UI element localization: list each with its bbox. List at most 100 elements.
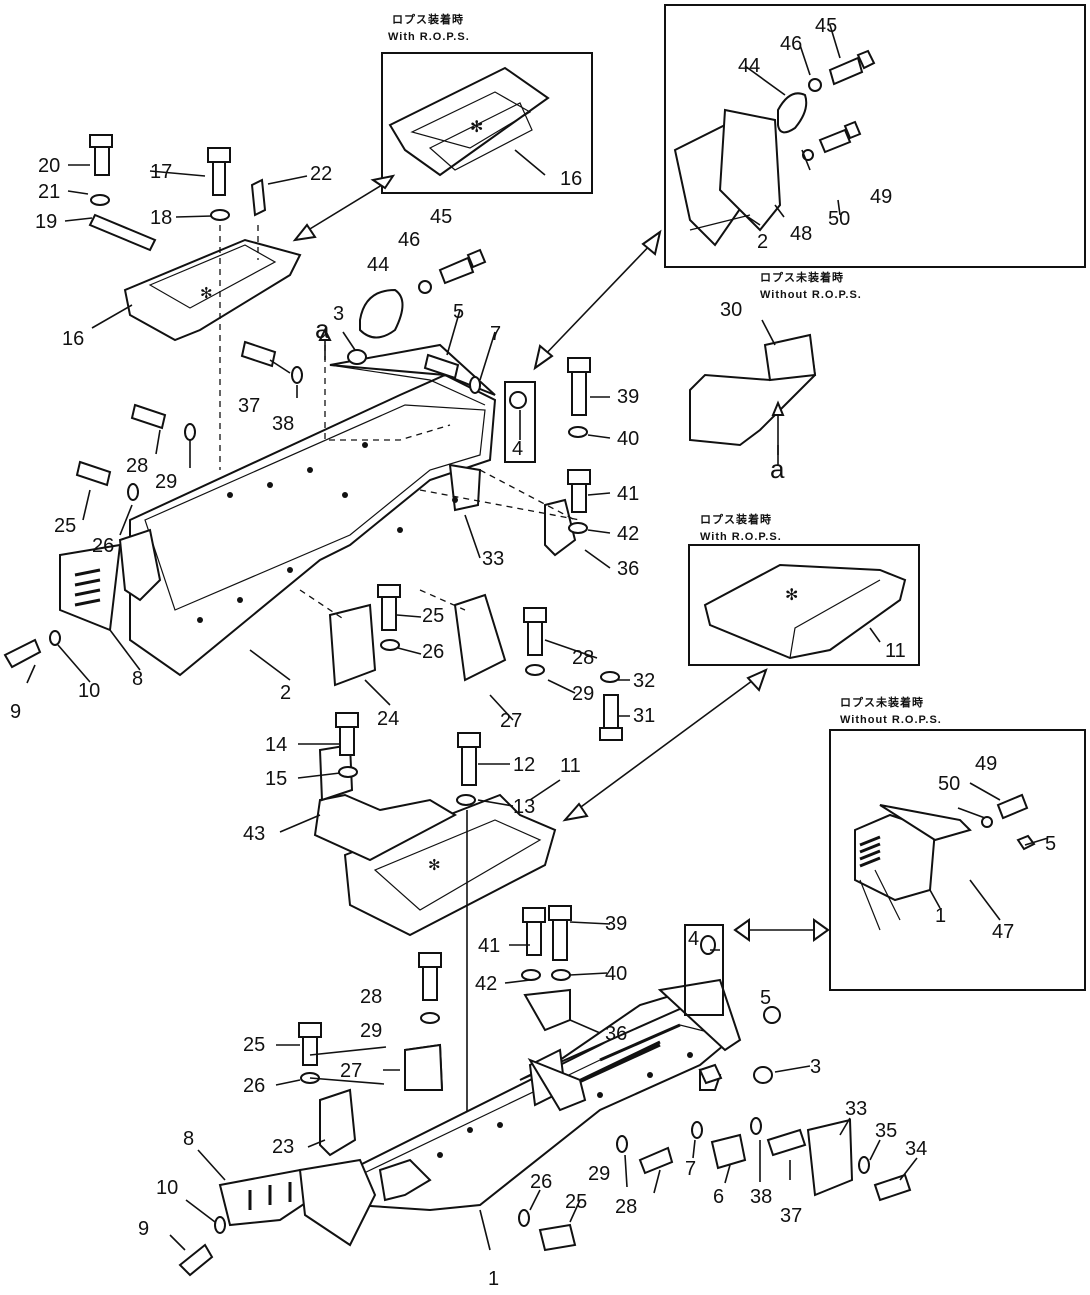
label-23: 23	[272, 1136, 294, 1158]
inset-with-rops-top: ロプス装着時 With R.O.P.S. ✻	[381, 12, 593, 194]
cover-11-assembly: ✻	[313, 712, 557, 1180]
label-37: 37	[238, 395, 260, 417]
label-24: 24	[377, 708, 399, 730]
label-35: 35	[875, 1120, 897, 1142]
label-29c: 29	[360, 1020, 382, 1042]
label-9: 9	[10, 701, 21, 723]
label-36: 36	[617, 558, 639, 580]
part-labels: 20 21 19 17 18 22 16 16 44 46 45 3 5 7 4…	[10, 15, 1056, 1290]
label-29b: 29	[572, 683, 594, 705]
label-34: 34	[905, 1138, 927, 1160]
label-46: 46	[398, 229, 420, 251]
inset-without-rops-top: ロプス未装着時 Without R.O.P.S.	[664, 4, 1086, 301]
label-19: 19	[35, 211, 57, 233]
caption-jp: ロプス未装着時	[760, 270, 844, 284]
label-4: 4	[512, 438, 523, 460]
label-49-right: 49	[975, 753, 997, 775]
label-14: 14	[265, 734, 287, 756]
inset-with-rops-mid: ロプス装着時 With R.O.P.S. ✻	[688, 512, 920, 666]
label-37b: 37	[780, 1205, 802, 1227]
label-25d: 25	[565, 1191, 587, 1213]
label-33b: 33	[845, 1098, 867, 1120]
label-38b: 38	[750, 1186, 772, 1208]
label-46-inset: 46	[780, 33, 802, 55]
label-16: 16	[62, 328, 84, 350]
view-marker-a-top: a	[315, 314, 330, 344]
label-40b: 40	[605, 963, 627, 985]
label-41b: 41	[478, 935, 500, 957]
label-11: 11	[560, 755, 581, 777]
label-8: 8	[132, 668, 143, 690]
label-42b: 42	[475, 973, 497, 995]
label-45: 45	[430, 206, 452, 228]
label-4b: 4	[688, 928, 699, 950]
label-12: 12	[513, 754, 535, 776]
label-27: 27	[500, 710, 522, 732]
label-50-right: 50	[938, 773, 960, 795]
label-1-inset: 1	[935, 905, 946, 927]
label-41: 41	[617, 483, 639, 505]
label-3: 3	[333, 303, 344, 325]
label-49-inset: 49	[870, 186, 892, 208]
label-39b: 39	[605, 913, 627, 935]
view-marker-a-right: a	[770, 454, 785, 484]
label-6: 6	[713, 1186, 724, 1208]
caption-en: Without R.O.P.S.	[840, 714, 942, 726]
label-5: 5	[453, 301, 464, 323]
label-2: 2	[280, 682, 291, 704]
label-42: 42	[617, 523, 639, 545]
label-48: 48	[790, 223, 812, 245]
leader-lines	[26, 24, 1049, 1251]
label-31: 31	[633, 705, 655, 727]
hardware-top-center	[3, 248, 817, 741]
caption-en: With R.O.P.S.	[700, 531, 782, 543]
label-38: 38	[272, 413, 294, 435]
svg-text:✻: ✻	[428, 857, 441, 874]
label-43: 43	[243, 823, 265, 845]
caption-en: With R.O.P.S.	[388, 31, 470, 43]
label-2-inset: 2	[757, 231, 768, 253]
label-7b: 7	[685, 1158, 696, 1180]
cover-16-assembly: ✻	[88, 134, 302, 470]
label-25c: 25	[243, 1034, 265, 1056]
label-28: 28	[126, 455, 148, 477]
label-26d: 26	[530, 1171, 552, 1193]
label-8b: 8	[183, 1128, 194, 1150]
label-10: 10	[78, 680, 100, 702]
label-25: 25	[54, 515, 76, 537]
caption-jp: ロプス未装着時	[840, 695, 924, 709]
caption-jp: ロプス装着時	[700, 512, 772, 526]
label-13: 13	[513, 796, 535, 818]
label-27b: 27	[340, 1060, 362, 1082]
label-28c: 28	[360, 986, 382, 1008]
label-36b: 36	[605, 1023, 627, 1045]
label-21: 21	[38, 181, 60, 203]
caption-en: Without R.O.P.S.	[760, 289, 862, 301]
label-29: 29	[155, 471, 177, 493]
label-5b: 5	[760, 987, 771, 1009]
caption-jp: ロプス装着時	[392, 12, 464, 26]
label-7: 7	[490, 323, 501, 345]
label-44: 44	[367, 254, 389, 276]
label-17: 17	[150, 161, 172, 183]
svg-text:✻: ✻	[200, 285, 213, 302]
label-47: 47	[992, 921, 1014, 943]
label-10b: 10	[156, 1177, 178, 1199]
svg-text:✻: ✻	[785, 587, 798, 604]
label-16-inset: 16	[560, 168, 582, 190]
label-28d: 28	[615, 1196, 637, 1218]
label-39: 39	[617, 386, 639, 408]
label-15: 15	[265, 768, 287, 790]
label-20: 20	[38, 155, 60, 177]
label-9b: 9	[138, 1218, 149, 1240]
label-30: 30	[720, 299, 742, 321]
svg-text:✻: ✻	[470, 119, 483, 136]
label-28b: 28	[572, 647, 594, 669]
label-25b: 25	[422, 605, 444, 627]
label-11-inset: 11	[885, 640, 906, 662]
label-50-inset: 50	[828, 208, 850, 230]
label-18: 18	[150, 207, 172, 229]
inset-without-rops-right: ロプス未装着時 Without R.O.P.S.	[829, 695, 1086, 991]
